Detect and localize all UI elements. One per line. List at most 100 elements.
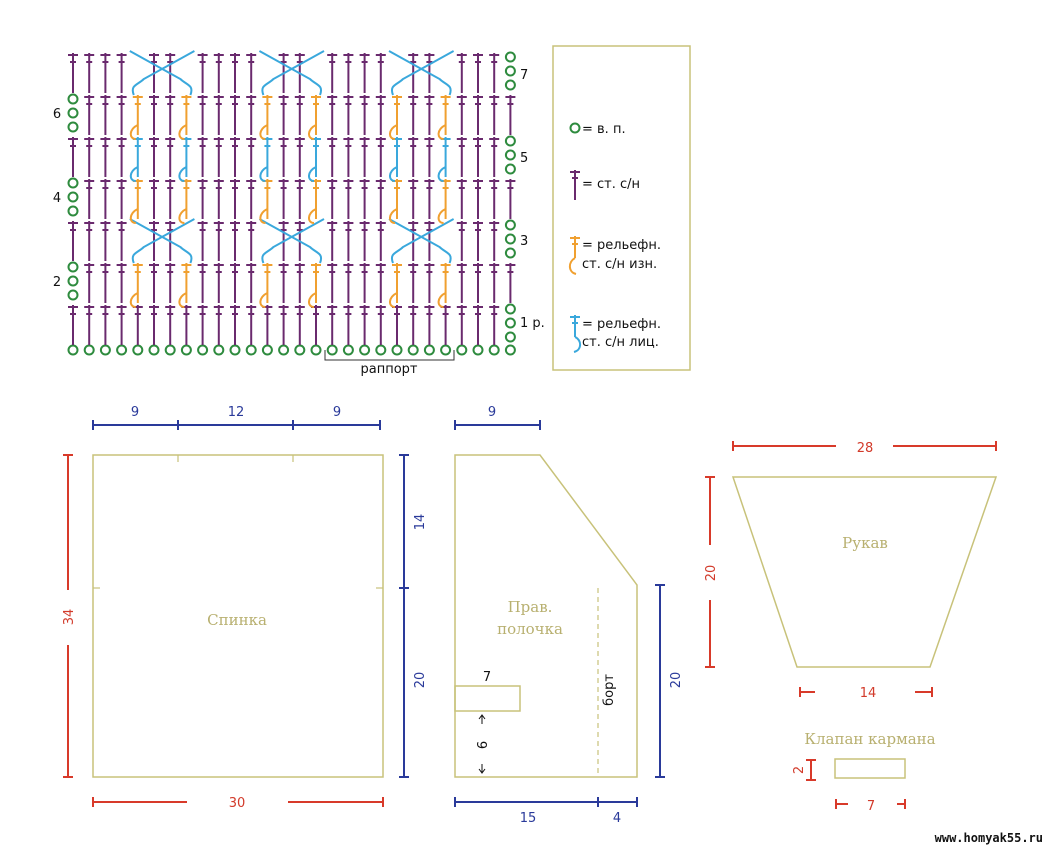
chain-stitch xyxy=(423,344,435,356)
double-crochet xyxy=(311,305,321,345)
double-crochet xyxy=(359,221,370,261)
cable-cross-right xyxy=(129,218,193,264)
back-outline xyxy=(92,454,384,778)
stitch-chart xyxy=(67,50,516,356)
legend-relief-back-2: ст. с/н изн. xyxy=(582,257,657,272)
chain-stitch xyxy=(67,289,79,301)
cable-cross-left xyxy=(391,50,455,96)
double-crochet xyxy=(327,95,338,135)
chain-stitch xyxy=(67,344,79,356)
front-shoulder: 9 xyxy=(488,405,496,420)
double-crochet xyxy=(440,305,451,345)
front-height-dimension xyxy=(655,584,665,778)
double-crochet xyxy=(408,305,419,345)
watermark: www.homyak55.ru xyxy=(935,831,1043,845)
relief-back-dc xyxy=(129,179,143,224)
double-crochet xyxy=(197,305,208,345)
double-crochet xyxy=(230,137,240,177)
repeat-label: раппорт xyxy=(361,362,418,377)
double-crochet xyxy=(327,305,338,345)
double-crochet xyxy=(456,221,467,261)
chain-stitch xyxy=(504,65,516,77)
chain-stitch xyxy=(504,303,516,315)
chain-stitch xyxy=(504,317,516,329)
front-band-width: 4 xyxy=(613,811,621,826)
chain-stitch xyxy=(67,93,79,105)
chain-stitch xyxy=(245,344,257,356)
double-crochet xyxy=(213,53,224,93)
back-piece: 9 12 9 Спинка 34 14 20 30 xyxy=(62,405,428,811)
sleeve-bottom-dimension xyxy=(799,687,933,697)
relief-back-dc xyxy=(308,179,321,224)
relief-front-dc-icon xyxy=(570,315,582,353)
double-crochet xyxy=(456,179,467,219)
double-crochet xyxy=(100,221,111,261)
double-crochet xyxy=(456,263,467,303)
chain-stitch xyxy=(67,261,79,273)
repeat-bracket xyxy=(324,350,455,361)
chain-stitch xyxy=(180,344,192,356)
relief-back-dc xyxy=(308,263,321,308)
double-crochet xyxy=(68,53,78,93)
double-crochet xyxy=(132,305,143,345)
cable-cross-right xyxy=(388,50,452,96)
double-crochet xyxy=(343,53,354,93)
double-crochet xyxy=(473,95,483,135)
cable-cross-left xyxy=(261,50,325,96)
relief-front-dc xyxy=(129,137,143,182)
back-width-dimension xyxy=(92,797,384,807)
double-crochet xyxy=(343,305,354,345)
chain-stitch xyxy=(326,344,338,356)
sleeve-top-dimension xyxy=(732,441,997,451)
double-crochet xyxy=(213,95,224,135)
double-crochet xyxy=(359,179,370,219)
front-label-2: полочка xyxy=(497,620,563,638)
chain-stitch xyxy=(67,191,79,203)
double-crochet xyxy=(100,95,111,135)
relief-front-dc xyxy=(259,137,273,182)
double-crochet xyxy=(165,179,176,219)
double-crochet xyxy=(197,179,208,219)
double-crochet xyxy=(213,305,224,345)
pocket-flap-piece: Клапан кармана 2 7 xyxy=(792,730,936,814)
relief-back-dc xyxy=(389,95,402,140)
pocket-offset: 6 xyxy=(476,741,491,749)
double-crochet xyxy=(84,221,95,261)
chain-stitch xyxy=(440,344,452,356)
double-crochet xyxy=(278,95,289,135)
double-crochet xyxy=(408,95,419,135)
double-crochet xyxy=(294,137,305,177)
double-crochet xyxy=(375,221,386,261)
double-crochet xyxy=(473,221,483,261)
double-crochet xyxy=(68,305,78,345)
front-label-1: Прав. xyxy=(508,598,553,616)
pocket-flap-outline xyxy=(834,758,906,779)
chain-stitch xyxy=(67,275,79,287)
front-height: 20 xyxy=(669,672,684,689)
double-crochet xyxy=(375,137,386,177)
chain-stitch xyxy=(504,233,516,245)
double-crochet xyxy=(375,179,386,219)
cable-cross-left xyxy=(261,218,325,264)
chain-stitch xyxy=(504,344,516,356)
chain-stitch xyxy=(148,344,160,356)
legend-relief-front-1: = рельефн. xyxy=(582,317,661,332)
double-crochet xyxy=(116,95,127,135)
chain-stitch xyxy=(67,121,79,133)
chain-stitch xyxy=(488,344,500,356)
double-crochet xyxy=(343,137,354,177)
chain-stitch xyxy=(67,107,79,119)
double-crochet xyxy=(230,53,240,93)
double-crochet xyxy=(489,137,500,177)
relief-back-dc xyxy=(437,179,451,224)
double-crochet xyxy=(116,305,127,345)
double-crochet xyxy=(375,53,386,93)
row-label-5: 5 xyxy=(520,151,528,166)
double-crochet xyxy=(424,305,435,345)
back-shoulder-left: 9 xyxy=(131,405,139,420)
double-crochet xyxy=(375,263,386,303)
cable-cross-left xyxy=(131,50,195,96)
double-crochet xyxy=(489,221,500,261)
double-crochet xyxy=(294,95,305,135)
double-crochet xyxy=(262,305,273,345)
